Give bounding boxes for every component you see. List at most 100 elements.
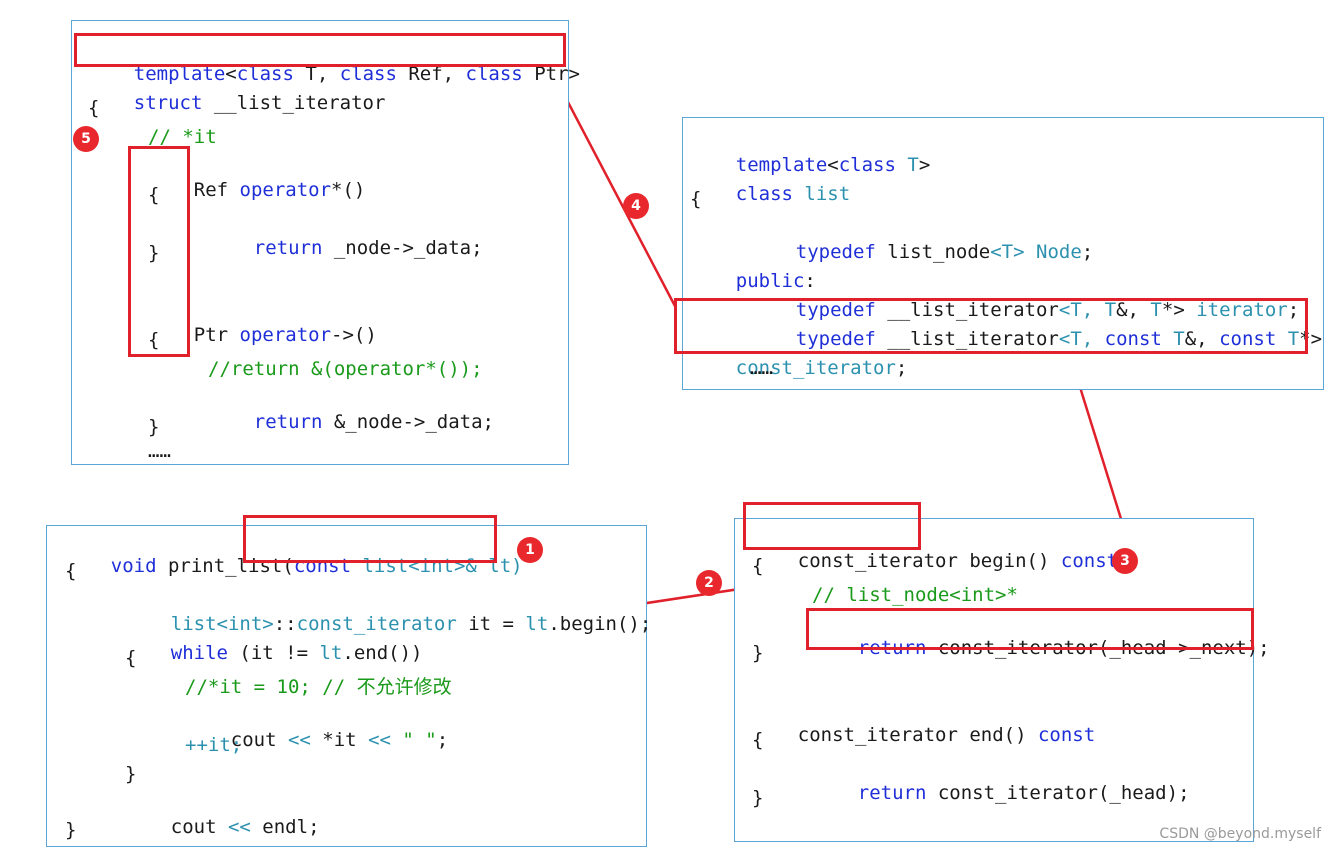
code-token: : bbox=[804, 270, 816, 292]
code-token: cout bbox=[230, 729, 277, 751]
code-line: } bbox=[148, 416, 160, 438]
code-token: operator bbox=[228, 324, 332, 346]
list-class-panel: template<class T> class list { typedef l… bbox=[682, 117, 1324, 390]
code-line: } bbox=[148, 242, 160, 264]
code-token: .begin(); bbox=[548, 613, 652, 635]
code-comment: // list_node<int>* bbox=[812, 584, 1018, 606]
code-token: const bbox=[1219, 328, 1277, 350]
code-token: << bbox=[356, 729, 403, 751]
code-token: < bbox=[225, 63, 237, 85]
code-token: " " bbox=[402, 729, 437, 751]
code-token: endl bbox=[262, 816, 309, 838]
code-token: typedef bbox=[795, 299, 876, 321]
code-token: T, bbox=[293, 63, 340, 85]
code-token: class bbox=[465, 63, 523, 85]
code-token: &, bbox=[1116, 299, 1151, 321]
badge-4: 4 bbox=[623, 193, 649, 219]
code-token: T bbox=[1276, 328, 1300, 350]
code-line: } bbox=[65, 819, 77, 841]
badge-2: 2 bbox=[696, 570, 722, 596]
code-token: const bbox=[1104, 328, 1162, 350]
code-token: list bbox=[792, 183, 851, 205]
code-token: public bbox=[735, 270, 805, 292]
code-line: typedef list_node<T> Node; bbox=[750, 216, 1093, 288]
code-line: typedef __list_iterator<T, T&, T*> itera… bbox=[750, 274, 1299, 346]
code-line: } bbox=[752, 787, 764, 809]
code-token: begin() bbox=[957, 550, 1061, 572]
code-token: ->() bbox=[331, 324, 377, 346]
code-token: const bbox=[1060, 550, 1119, 572]
code-token: (it != bbox=[227, 642, 320, 664]
highlight-const-list-param bbox=[243, 515, 497, 563]
code-line: cout << *it << " "; bbox=[185, 704, 448, 776]
code-token: void bbox=[110, 555, 157, 577]
code-token: *it bbox=[322, 729, 357, 751]
code-token: const_iterator bbox=[735, 357, 896, 379]
code-line: { bbox=[690, 188, 702, 210]
code-line: list<int>::const_iterator it = lt.begin(… bbox=[125, 588, 652, 660]
code-token: Ref bbox=[193, 179, 229, 201]
code-token: << bbox=[276, 729, 323, 751]
iterator-struct-panel: template<class T, class Ref, class Ptr> … bbox=[71, 20, 580, 465]
code-token: const_iterator(_head); bbox=[926, 782, 1190, 804]
code-token: typedef bbox=[795, 328, 876, 350]
code-token: __list_iterator bbox=[875, 328, 1059, 350]
code-line: { bbox=[88, 97, 100, 119]
code-line: Ref operator*() bbox=[148, 154, 366, 226]
code-token: class bbox=[838, 154, 896, 176]
print-list-panel: void print_list(const list<int>& lt) { l… bbox=[46, 525, 651, 847]
code-token: class bbox=[236, 63, 294, 85]
code-token: Node bbox=[1024, 241, 1082, 263]
code-line: struct __list_iterator bbox=[88, 67, 386, 139]
code-line: const_iterator; bbox=[690, 332, 908, 404]
code-token: return bbox=[857, 782, 927, 804]
code-line: template<class T, class Ref, class Ptr> bbox=[88, 38, 580, 110]
code-token: <int> bbox=[216, 613, 274, 635]
code-line: return _node->_data; bbox=[208, 212, 483, 284]
code-token: T bbox=[1150, 299, 1162, 321]
badge-1: 1 bbox=[517, 537, 543, 563]
code-token: const_iterator end() bbox=[797, 724, 1038, 746]
highlight-const-iterator-typedef bbox=[674, 298, 1308, 354]
code-line: const_iterator begin() const bbox=[752, 525, 1118, 597]
code-token: .end()) bbox=[342, 642, 423, 664]
code-token: *() bbox=[331, 179, 366, 201]
code-comment: //*it = 10; // 不允许修改 bbox=[185, 676, 452, 698]
code-line: { bbox=[752, 555, 764, 577]
code-token: iterator bbox=[1184, 299, 1288, 321]
code-token: list_node bbox=[875, 241, 991, 263]
code-line: cout << endl; bbox=[125, 791, 320, 863]
code-line: { bbox=[752, 729, 764, 751]
code-line: while (it != lt.end()) bbox=[125, 617, 423, 689]
code-token: it = bbox=[456, 613, 526, 635]
code-token: __list_iterator bbox=[875, 299, 1059, 321]
highlight-template-params bbox=[74, 33, 566, 67]
code-comment: // *it bbox=[148, 126, 217, 148]
code-token: :: bbox=[273, 613, 297, 635]
highlight-const-iterator-type bbox=[743, 502, 921, 550]
code-line: Ptr operator->() bbox=[148, 299, 377, 371]
code-token: const_iterator bbox=[797, 550, 958, 572]
code-token: T bbox=[1104, 299, 1117, 321]
code-token: list bbox=[170, 613, 217, 635]
code-line: class list bbox=[690, 158, 850, 230]
code-token: class bbox=[339, 63, 397, 85]
code-token: ; bbox=[436, 729, 449, 751]
code-token: lt bbox=[525, 613, 549, 635]
code-line: ++it; bbox=[185, 734, 243, 756]
code-line: …… bbox=[148, 440, 171, 462]
code-token: while bbox=[170, 642, 228, 664]
code-token: ; bbox=[895, 357, 908, 379]
code-token: return bbox=[253, 411, 323, 433]
code-token: > bbox=[918, 154, 931, 176]
code-token: template bbox=[133, 63, 226, 85]
code-token: << bbox=[216, 816, 263, 838]
code-token: *> bbox=[1299, 328, 1323, 350]
code-token: <T, bbox=[1058, 299, 1105, 321]
code-token: template bbox=[735, 154, 828, 176]
code-token: __list_iterator bbox=[202, 92, 386, 114]
code-line: } bbox=[125, 763, 137, 785]
code-line: …… bbox=[750, 357, 773, 379]
begin-end-panel: const_iterator begin() const { // list_n… bbox=[734, 518, 1270, 842]
code-token: lt bbox=[319, 642, 343, 664]
